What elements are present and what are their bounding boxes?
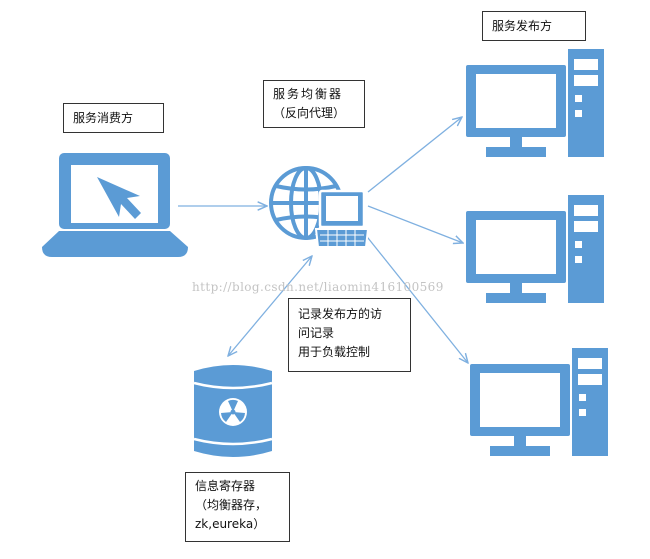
access-log-note-line2: 问记录: [298, 326, 335, 340]
barrel-icon: [193, 365, 273, 457]
consumer-label-text: 服务消费方: [73, 111, 134, 125]
desktop-computer-1-icon: [466, 49, 604, 157]
arrow-balancer-to-server-1: [367, 117, 462, 193]
consumer-label: 服务消费方: [63, 103, 164, 133]
registry-label: 信息寄存器 （均衡器存， zk,eureka）: [185, 472, 290, 542]
balancer-label-line1: 服务均衡器: [273, 87, 344, 101]
arrow-balancer-to-server-3: [359, 227, 468, 363]
balancer-label-line2: （反向代理）: [273, 106, 346, 120]
balancer-label: 服务均衡器 （反向代理）: [263, 80, 365, 128]
access-log-note-line3: 用于负载控制: [298, 345, 371, 359]
registry-label-line3: zk,eureka）: [195, 517, 266, 531]
access-log-note-line1: 记录发布方的访: [298, 307, 383, 321]
registry-label-line1: 信息寄存器: [195, 479, 256, 493]
publisher-label-text: 服务发布方: [492, 19, 553, 33]
desktop-computer-2-icon: [466, 195, 604, 303]
publisher-label: 服务发布方: [482, 11, 586, 41]
globe-computer-icon: [269, 166, 370, 248]
laptop-icon: [42, 153, 188, 257]
watermark: http://blog.csdn.net/liaomin416100569: [192, 280, 444, 294]
arrow-balancer-to-server-2: [367, 205, 463, 243]
access-log-note: 记录发布方的访 问记录 用于负载控制: [288, 298, 411, 372]
registry-label-line2: （均衡器存，: [195, 498, 268, 512]
desktop-computer-3-icon: [470, 348, 608, 456]
arrow-balancer-registry: [228, 256, 312, 356]
